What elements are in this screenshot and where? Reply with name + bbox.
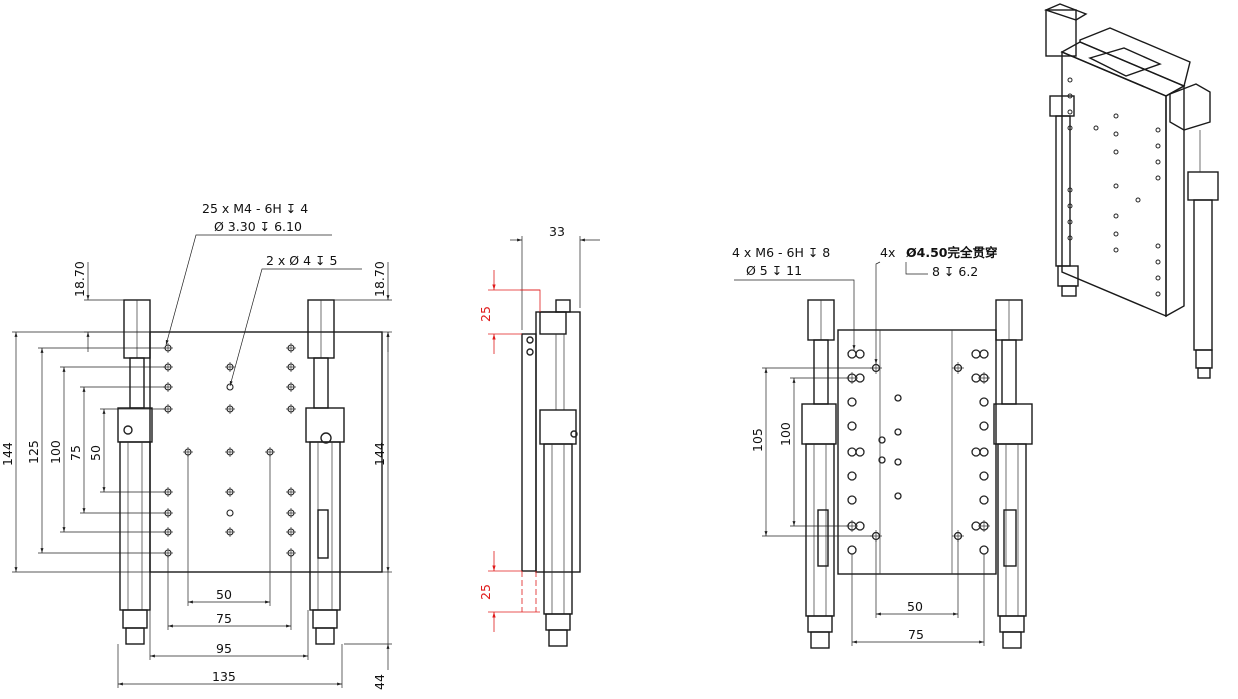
rear-dim-100: 100 bbox=[778, 422, 793, 446]
front-view: 25 x M4 - 6H ↧ 4 Ø 3.30 ↧ 6.10 2 x Ø 4 ↧… bbox=[0, 201, 392, 690]
front-dim-100: 100 bbox=[48, 440, 63, 464]
front-dim-h135: 135 bbox=[212, 669, 236, 684]
front-dim-144-right: 144 bbox=[372, 442, 387, 466]
rear-left-cylinder bbox=[801, 299, 837, 649]
front-left-cylinder bbox=[117, 299, 153, 645]
side-view: 33 25 25 bbox=[478, 224, 600, 647]
rear-thread-callout-line2: Ø 5 ↧ 11 bbox=[746, 263, 802, 278]
side-carriage bbox=[535, 311, 581, 573]
front-dim-50: 50 bbox=[88, 445, 103, 461]
rear-base-plate bbox=[837, 329, 997, 575]
rear-holes bbox=[847, 349, 989, 555]
front-pin-callout: 2 x Ø 4 ↧ 5 bbox=[229, 253, 362, 387]
rear-dim-h50: 50 bbox=[907, 599, 923, 614]
front-thread-callout-line1: 25 x M4 - 6H ↧ 4 bbox=[202, 201, 308, 216]
rear-dim-105: 105 bbox=[750, 428, 765, 452]
rear-right-cylinder bbox=[993, 299, 1033, 649]
front-thread-callout: 25 x M4 - 6H ↧ 4 Ø 3.30 ↧ 6.10 bbox=[165, 201, 332, 346]
rear-through-callout: 4x Ø4.50完全贯穿 8 ↧ 6.2 bbox=[874, 245, 997, 364]
front-dim-h95: 95 bbox=[216, 641, 232, 656]
front-dim-h75: 75 bbox=[216, 611, 232, 626]
front-horizontal-dims: 50 75 95 135 bbox=[117, 455, 343, 688]
front-dim-125: 125 bbox=[26, 440, 41, 464]
front-pin-callout-text: 2 x Ø 4 ↧ 5 bbox=[266, 253, 337, 268]
rear-vertical-dims: 105 100 bbox=[750, 367, 872, 537]
rear-through-cbore: 8 ↧ 6.2 bbox=[932, 264, 978, 279]
side-travel-dims: 25 25 bbox=[478, 270, 541, 632]
rear-hole-crosshairs bbox=[846, 362, 990, 542]
front-hole-crosshairs bbox=[163, 343, 296, 558]
front-vertical-dims: 18.70 144 125 100 75 50 bbox=[0, 261, 165, 573]
rear-through-prefix: 4x bbox=[880, 245, 895, 260]
front-holes bbox=[164, 344, 295, 557]
front-thread-callout-line2: Ø 3.30 ↧ 6.10 bbox=[214, 219, 302, 234]
front-dim-h50: 50 bbox=[216, 587, 232, 602]
side-dim-travel-top: 25 bbox=[478, 306, 493, 322]
front-right-dims: 18.70 144 44 bbox=[334, 261, 392, 690]
front-dim-top-right: 18.70 bbox=[372, 261, 387, 297]
front-dim-top-left: 18.70 bbox=[72, 261, 87, 297]
rear-view: 4 x M6 - 6H ↧ 8 Ø 5 ↧ 11 4x Ø4.50完全贯穿 8 … bbox=[732, 245, 1033, 649]
isometric-view bbox=[1044, 3, 1219, 379]
front-dim-144: 144 bbox=[0, 442, 15, 466]
front-dim-75: 75 bbox=[68, 445, 83, 461]
rear-through-value: Ø4.50完全贯穿 bbox=[906, 245, 997, 260]
front-dim-44: 44 bbox=[372, 674, 387, 690]
side-dim-travel-bottom: 25 bbox=[478, 584, 493, 600]
rear-dim-h75: 75 bbox=[908, 627, 924, 642]
side-base-plate bbox=[521, 333, 537, 572]
front-right-cylinder bbox=[305, 299, 345, 645]
rear-thread-callout: 4 x M6 - 6H ↧ 8 Ø 5 ↧ 11 bbox=[732, 245, 856, 350]
rear-horizontal-dims: 50 75 bbox=[851, 540, 985, 646]
side-dim-33: 33 bbox=[549, 224, 565, 239]
rear-thread-callout-line1: 4 x M6 - 6H ↧ 8 bbox=[732, 245, 830, 260]
